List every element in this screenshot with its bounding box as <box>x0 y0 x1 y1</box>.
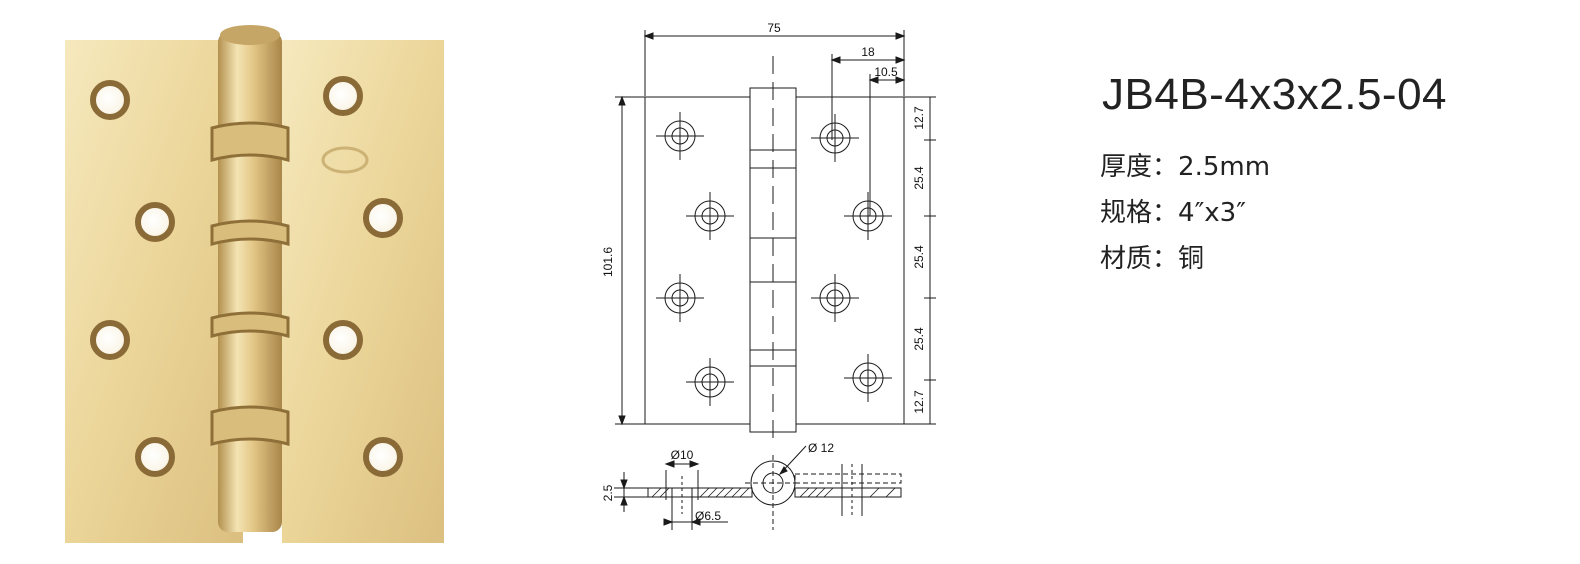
screw-hole <box>323 320 363 360</box>
screw-hole <box>363 198 403 238</box>
screw-hole <box>323 76 363 116</box>
spec-value: 4″x3″ <box>1178 198 1246 228</box>
screw-hole <box>90 80 130 120</box>
dim-10-5: 10.5 <box>874 65 898 79</box>
spec-thickness: 厚度：2.5mm <box>1100 144 1560 190</box>
spec-label: 厚度 <box>1100 152 1153 182</box>
dim-right-12-7-bottom: 12.7 <box>912 390 926 414</box>
drawing-holes <box>656 112 892 406</box>
spec-value: 2.5mm <box>1178 152 1271 182</box>
hinge-right-leaf <box>282 40 444 543</box>
dim-right-25-4-c: 25.4 <box>912 327 926 351</box>
hinge-knuckle-top-cap <box>220 25 280 45</box>
knuckle-rings <box>210 121 290 446</box>
dim-right-25-4-a: 25.4 <box>912 166 926 190</box>
screw-hole <box>135 437 175 477</box>
screw-hole <box>90 320 130 360</box>
screw-hole <box>135 202 175 242</box>
dim-right-25-4-b: 25.4 <box>912 245 926 269</box>
dim-hole: Ø6.5 <box>695 509 721 523</box>
dim-counterbore: Ø10 <box>671 448 694 462</box>
spec-label: 材质 <box>1100 244 1153 274</box>
product-specs: JB4B-4x3x2.5-04 厚度：2.5mm 规格：4″x3″ 材质：铜 <box>1100 70 1560 282</box>
dim-knuckle: Ø 12 <box>808 441 834 455</box>
spec-label: 规格 <box>1100 198 1153 228</box>
spec-separator: ： <box>1152 244 1179 274</box>
hinge-knuckle <box>218 32 282 532</box>
spec-separator: ： <box>1152 152 1179 182</box>
screw-holes <box>90 76 403 477</box>
spec-material: 材质：铜 <box>1100 236 1560 282</box>
spec-separator: ： <box>1152 198 1179 228</box>
dim-thickness: 2.5 <box>601 484 615 501</box>
screw-hole <box>363 437 403 477</box>
dim-right-12-7-top: 12.7 <box>912 106 926 130</box>
dim-18: 18 <box>861 45 875 59</box>
technical-drawing: 75 18 10.5 101.6 12.7 25.4 25.4 25.4 12.… <box>601 21 936 530</box>
hinge-photo <box>65 25 444 543</box>
dim-height: 101.6 <box>601 247 615 277</box>
model-number: JB4B-4x3x2.5-04 <box>1102 70 1448 119</box>
spec-value: 铜 <box>1178 244 1205 274</box>
dim-overall-width: 75 <box>767 21 781 35</box>
emboss-logo <box>321 146 369 174</box>
spec-size: 规格：4″x3″ <box>1100 190 1560 236</box>
